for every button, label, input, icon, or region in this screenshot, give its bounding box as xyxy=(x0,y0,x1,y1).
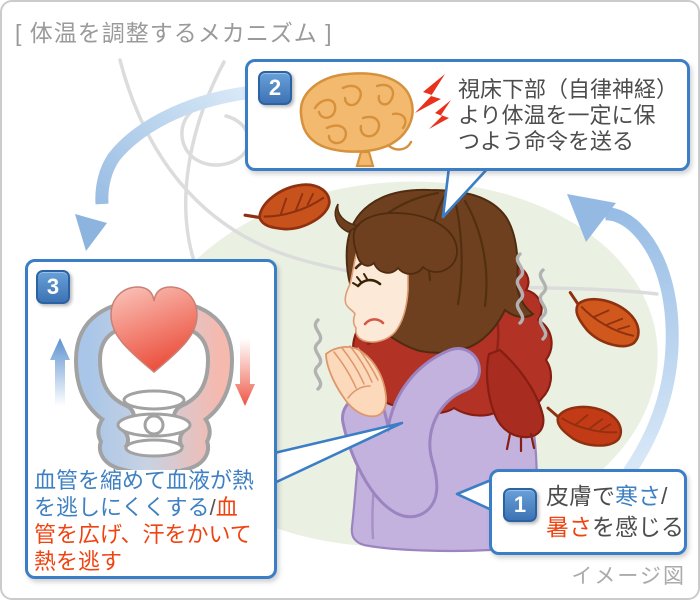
frown-mouth xyxy=(363,318,385,326)
step3-text: 血管を縮めて血液が熱を逃しにくくする/血管を広げ、汗をかいて熱を逃す xyxy=(34,467,256,575)
step1-cold-text: 寒さ xyxy=(615,483,661,509)
closed-eye xyxy=(352,273,382,288)
step1-text: 皮膚で寒さ/ 暑さを感じる xyxy=(546,481,686,543)
cycle-arrow-left xyxy=(75,85,255,251)
blood-vessel-loop-icon xyxy=(50,286,255,470)
nerve-spark-icon xyxy=(415,74,451,129)
brain-icon xyxy=(299,72,451,168)
step3-cool-text: 血管を縮めて血液が熱を逃しにくくする xyxy=(34,468,255,520)
diagram-title: [ 体温を調整するメカニズム ] xyxy=(15,20,333,46)
hair-cowlick xyxy=(334,203,361,233)
step3-warm-text: 血管を広げ、汗をかいて熱を逃す xyxy=(34,495,252,574)
arm-sleeve xyxy=(341,347,481,519)
warm-down-arrow-icon xyxy=(235,338,255,406)
callout-step2: 2 視床下部（自律神経） より体温を一定に保 つよう命令を送る xyxy=(245,59,690,171)
scarf-tail xyxy=(485,348,545,439)
step2-line: 視床下部（自律神経） xyxy=(458,77,679,102)
image-note: イメージ図 xyxy=(571,565,686,588)
heart-icon xyxy=(110,286,198,373)
step2-text: 視床下部（自律神経） より体温を一定に保 つよう命令を送る xyxy=(458,77,686,155)
step1-number-badge: 1 xyxy=(503,488,537,522)
step2-line: より体温を一定に保 xyxy=(458,103,656,128)
step2-line: つよう命令を送る xyxy=(458,129,635,154)
cool-up-arrow-icon xyxy=(50,338,70,406)
step1-line2: 暑さを感じる xyxy=(546,514,684,540)
step3-number-badge: 3 xyxy=(36,270,70,304)
cycle-arrow-right xyxy=(567,194,679,476)
step1-line1: 皮膚で寒さ/ xyxy=(546,483,668,509)
callout-step3: 3 xyxy=(25,259,277,579)
step2-number-badge: 2 xyxy=(258,71,292,105)
hair-bangs xyxy=(352,212,458,275)
step1-hot-text: 暑さ xyxy=(546,514,592,540)
step3-separator: / xyxy=(209,495,216,520)
callout-step1: 1 皮膚で寒さ/ 暑さを感じる xyxy=(489,469,687,555)
